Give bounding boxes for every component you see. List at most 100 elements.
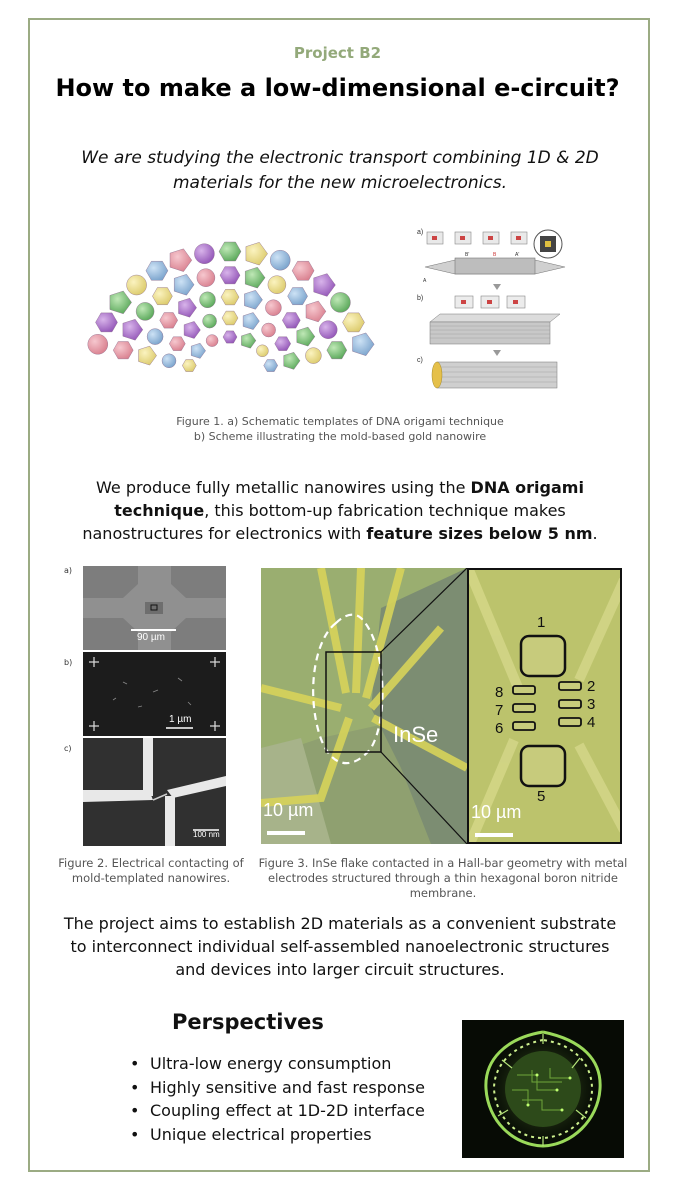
origami-shape <box>178 297 197 318</box>
fig1-panel-b-label: b) <box>417 295 423 302</box>
origami-shape <box>242 312 260 330</box>
origami-shape <box>87 334 108 355</box>
nanowire-paragraph: We produce fully metallic nanowires usin… <box>80 476 600 545</box>
origami-shape <box>112 341 134 360</box>
origami-shape <box>122 319 144 341</box>
paragraph2-part1: We produce fully metallic nanowires usin… <box>96 478 471 497</box>
fig3-left-scale-label: 10 µm <box>263 800 314 820</box>
origami-shape <box>152 287 173 306</box>
origami-shape <box>109 290 132 315</box>
origami-shape <box>313 273 336 297</box>
origami-shape <box>169 248 193 272</box>
inse-flake-image: InSe 10 µm <box>261 568 467 844</box>
project-aim-paragraph: The project aims to establish 2D materia… <box>63 914 617 979</box>
origami-shape <box>318 320 338 339</box>
origami-shape <box>261 322 276 338</box>
fig2-panel-a-label: a) <box>64 566 73 575</box>
list-item: Coupling effect at 1D-2D interface <box>128 1099 425 1123</box>
sem-image-a: 90 µm <box>83 566 226 650</box>
origami-shape <box>220 289 240 306</box>
list-item: Highly sensitive and fast response <box>128 1076 425 1100</box>
page-title: How to make a low-dimensional e-circuit? <box>55 74 620 102</box>
fig1-letter-b: B <box>493 252 497 258</box>
origami-shape <box>95 312 118 333</box>
origami-shape <box>199 291 216 309</box>
figure1-caption: Figure 1. a) Schematic templates of DNA … <box>120 414 560 444</box>
fig1-letter-a: A <box>423 278 427 284</box>
dna-origami-shapes-image <box>80 225 380 385</box>
fig2-panel-c-label: c) <box>64 744 72 753</box>
origami-shape <box>182 359 197 372</box>
origami-shape <box>283 352 301 370</box>
origami-shape <box>265 299 282 316</box>
origami-shape <box>267 275 287 294</box>
origami-shape <box>218 241 242 262</box>
origami-shape <box>169 336 186 351</box>
origami-shape <box>126 274 147 296</box>
fig2-panel-b-label: b) <box>64 658 73 667</box>
contact-7-label: 7 <box>495 702 504 719</box>
fig2b-scale-label: 1 µm <box>169 714 192 725</box>
fig2a-scale-label: 90 µm <box>137 632 165 643</box>
paragraph2-part3: . <box>592 524 598 543</box>
origami-shape <box>330 292 351 313</box>
origami-shape <box>305 300 327 323</box>
origami-shape <box>190 342 206 359</box>
project-label: Project B2 <box>293 44 382 62</box>
origami-shape <box>202 313 217 329</box>
figure1-caption-line1: Figure 1. a) Schematic templates of DNA … <box>176 415 504 428</box>
perspectives-list: Ultra-low energy consumption Highly sens… <box>128 1052 425 1146</box>
sem-image-c: 100 nm <box>83 738 226 846</box>
origami-shape <box>256 344 269 358</box>
origami-shape <box>135 302 155 321</box>
origami-shape <box>138 345 157 366</box>
fig1-panel-a-label: a) <box>417 229 423 236</box>
origami-shape <box>245 242 268 266</box>
figure2-caption: Figure 2. Electrical contacting of mold-… <box>58 856 244 885</box>
fig1-letter-a-prime: A' <box>515 252 519 258</box>
origami-shape <box>205 334 219 347</box>
perspectives-heading: Perspectives <box>172 1010 324 1034</box>
dna-circuit-illustration <box>462 1020 624 1158</box>
origami-shape <box>145 261 169 281</box>
origami-shape <box>263 359 278 372</box>
inse-material-label: InSe <box>393 722 439 747</box>
origami-shape <box>173 274 195 296</box>
fig1-letter-b-prime: B' <box>465 252 469 258</box>
origami-shape <box>219 266 241 285</box>
origami-shape <box>342 312 365 333</box>
paragraph2-bold-feature-size: feature sizes below 5 nm <box>366 524 593 543</box>
origami-shape <box>287 287 308 306</box>
contact-6-label: 6 <box>495 720 504 737</box>
origami-shape <box>146 328 164 345</box>
origami-shape <box>282 312 301 329</box>
origami-shape <box>196 268 216 287</box>
origami-shape <box>159 312 178 329</box>
contact-8-label: 8 <box>495 684 504 701</box>
figure1-caption-line2: b) Scheme illustrating the mold-based go… <box>193 430 487 443</box>
contact-5-label: 5 <box>537 788 546 805</box>
contact-3-label: 3 <box>587 696 596 713</box>
fig3-right-scale-label: 10 µm <box>471 802 522 822</box>
origami-shape <box>244 290 263 310</box>
origami-shape <box>326 341 348 360</box>
origami-shape <box>241 332 257 349</box>
hall-bar-zoom-image: 1 2 3 4 5 6 7 8 10 µm <box>467 568 622 844</box>
fig2c-scale-label: 100 nm <box>193 830 220 839</box>
origami-shape <box>221 310 239 326</box>
origami-shape <box>161 353 177 369</box>
fig1-panel-c-label: c) <box>417 357 423 364</box>
contact-2-label: 2 <box>587 678 596 695</box>
figure2-panel-labels: a) b) c) <box>64 566 84 766</box>
figure3-caption: Figure 3. InSe flake contacted in a Hall… <box>258 856 628 900</box>
origami-shape <box>222 330 238 344</box>
origami-shape <box>269 250 291 271</box>
origami-shape <box>244 266 266 289</box>
origami-shape <box>274 336 291 351</box>
contact-4-label: 4 <box>587 714 596 731</box>
origami-shape <box>194 243 215 264</box>
paragraph2-part2: , this bottom-up fabrication technique m… <box>82 501 566 543</box>
origami-shape <box>352 332 375 356</box>
list-item: Ultra-low energy consumption <box>128 1052 425 1076</box>
origami-shape <box>305 347 322 364</box>
